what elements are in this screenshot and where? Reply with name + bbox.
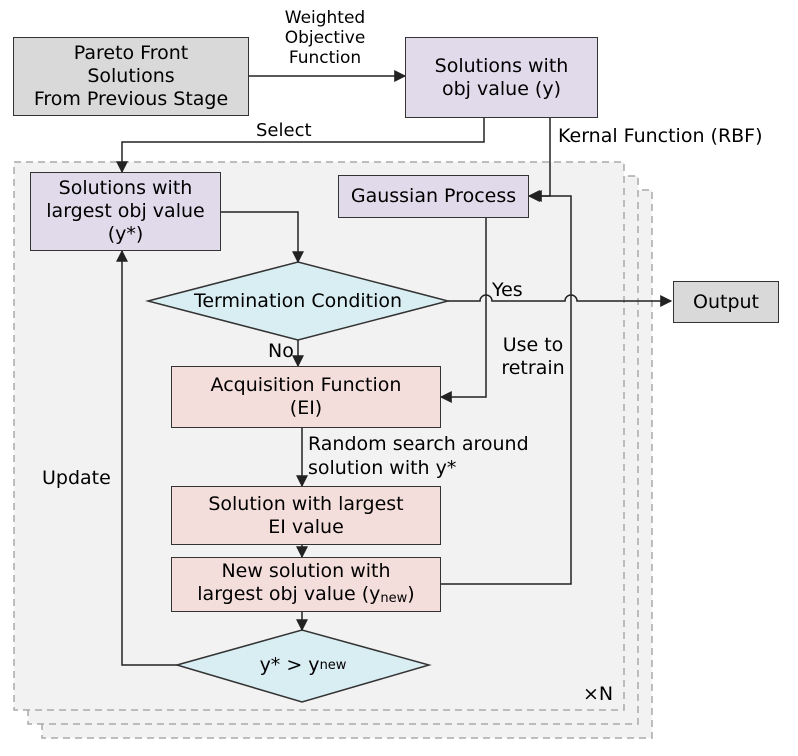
repeat-count-label: ×N [583, 683, 614, 705]
output-label: Output [693, 290, 759, 313]
arrow-gp-to-acquisition [439, 218, 487, 403]
arrow-select [116, 118, 485, 174]
largest-ei-line-2: EI value [268, 515, 344, 538]
pareto-line-3: From Previous Stage [33, 88, 229, 110]
pareto-line-2: Solutions [87, 65, 175, 87]
no-label: No [268, 340, 294, 362]
pareto-line-1: Pareto Front [73, 42, 189, 64]
stack-panel-front [13, 161, 625, 711]
largest-ei-box: Solution with largest EI value [171, 486, 441, 545]
pareto-front-box: Pareto Front Solutions From Previous Sta… [13, 37, 249, 116]
largest-line-3: (y*) [107, 223, 144, 245]
kernel-function-label: Kernal Function (RBF) [558, 125, 763, 147]
largest-line-2: largest obj value [46, 200, 205, 222]
largest-ei-line-1: Solution with largest [208, 492, 404, 515]
acquisition-line-1: Acquisition Function [210, 374, 402, 396]
arrow-yes-to-output [448, 294, 673, 307]
random-search-label: Random search around solution with y* [308, 433, 529, 479]
yes-label: Yes [492, 279, 523, 301]
acquisition-function-box: Acquisition Function (EI) [171, 366, 441, 428]
largest-line-1: Solutions with [58, 177, 193, 199]
output-box: Output [673, 281, 779, 323]
new-solution-box: New solution with largest obj value (yne… [171, 557, 441, 612]
new-solution-line-1: New solution with [221, 559, 391, 582]
solutions-obj-line-2: obj value (y) [441, 77, 561, 100]
arrow-largest-to-termination [221, 211, 304, 264]
termination-condition-label: Termination Condition [193, 290, 403, 312]
solutions-obj-box: Solutions with obj value (y) [405, 37, 598, 118]
weighted-objective-label: Weighted Objective Function [284, 8, 366, 68]
solutions-obj-line-1: Solutions with [434, 54, 569, 77]
gaussian-process-box: Gaussian Process [338, 175, 529, 218]
largest-obj-box: Solutions with largest obj value (y*) [30, 172, 221, 251]
select-label: Select [256, 120, 312, 141]
new-solution-line-2: largest obj value (ynew) [197, 582, 415, 606]
compare-diamond [174, 629, 432, 703]
acquisition-line-2: (EI) [289, 397, 323, 419]
update-label: Update [42, 467, 111, 489]
gaussian-process-label: Gaussian Process [350, 185, 517, 207]
arrow-update [116, 249, 177, 666]
arrow-retrain [441, 190, 572, 585]
use-to-retrain-label: Use to retrain [501, 334, 565, 379]
